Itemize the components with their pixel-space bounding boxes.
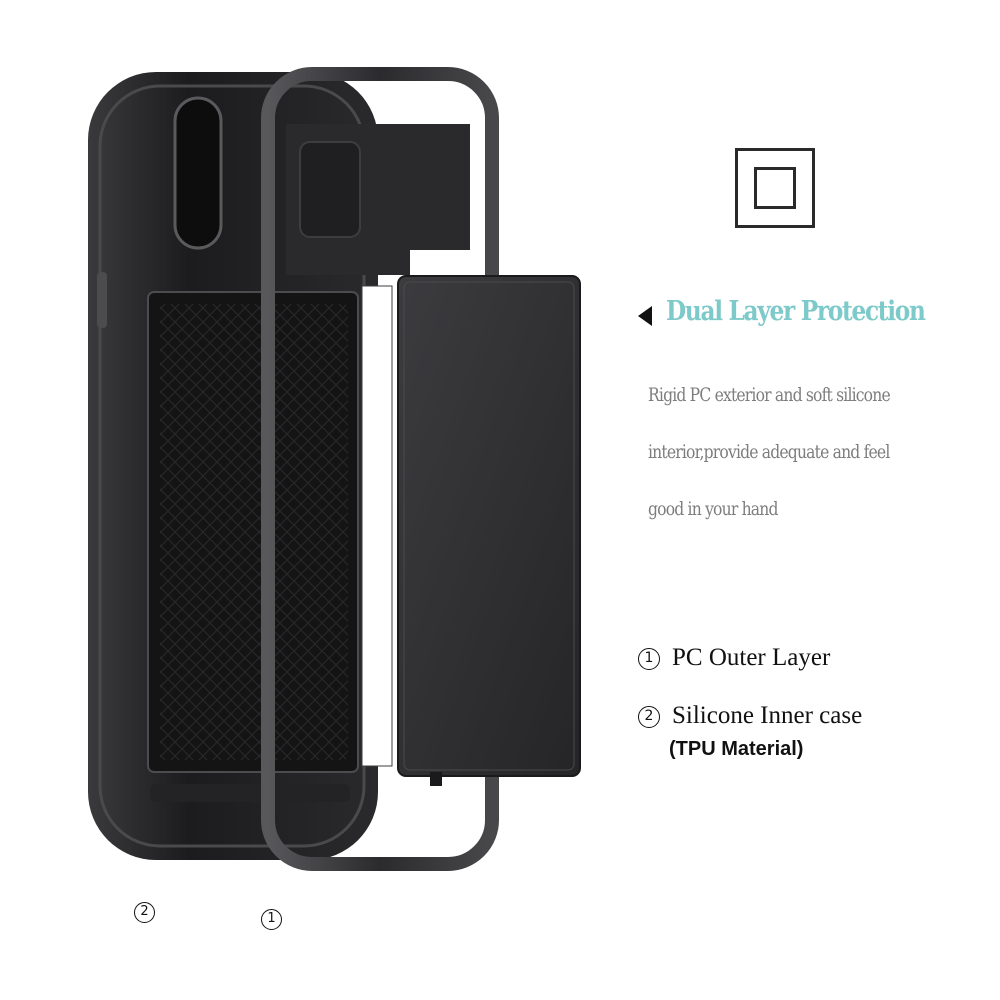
triangle-left-icon — [638, 306, 652, 326]
section-heading: Dual Layer Protection — [666, 296, 926, 327]
feature-number: 1 — [638, 648, 660, 670]
layer-marker-2: 2 — [134, 902, 155, 923]
pc-outer-frame — [261, 67, 499, 871]
feature-item-silicone-inner-case: 2 Silicone Inner case — [638, 702, 862, 730]
layer-marker-1: 1 — [261, 909, 282, 930]
feature-label: Silicone Inner case — [672, 702, 863, 729]
description-line: interior,provide adequate and feel — [648, 441, 890, 463]
description-line: good in your hand — [648, 498, 778, 520]
card-slide-cover — [397, 275, 581, 786]
feature-item-pc-outer-layer: 1 PC Outer Layer — [638, 644, 830, 672]
feature-label: PC Outer Layer — [672, 644, 831, 671]
feature-number: 2 — [638, 706, 660, 728]
description-line: Rigid PC exterior and soft silicone — [648, 384, 891, 406]
heading-row: Dual Layer Protection — [638, 292, 978, 342]
double-square-icon — [735, 148, 815, 228]
feature-sub-label: (TPU Material) — [669, 738, 804, 760]
